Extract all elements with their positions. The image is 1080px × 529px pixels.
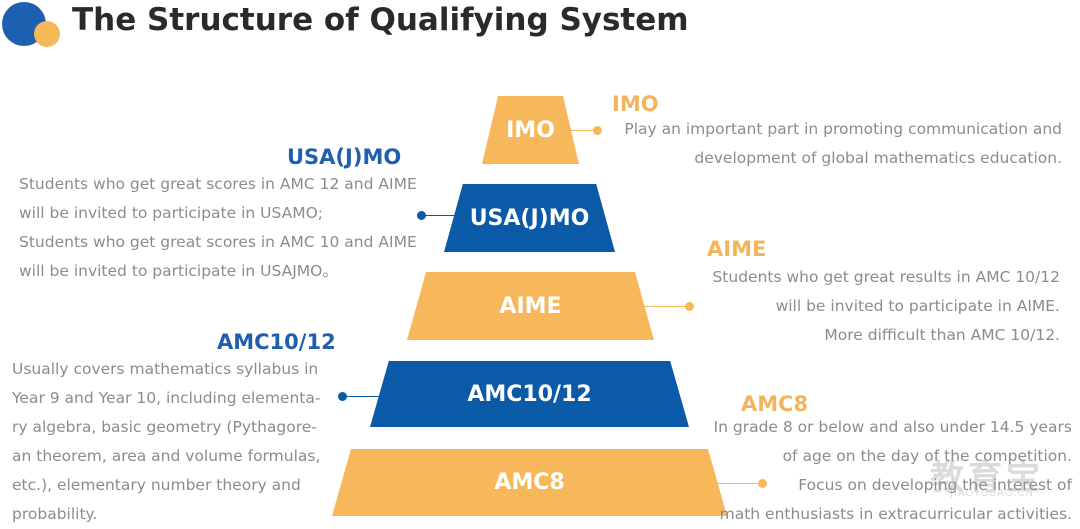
- connector-line-aime: [640, 306, 690, 307]
- amc8-heading: AMC8: [741, 392, 809, 416]
- usajmo-line: Students who get great scores in AMC 10 …: [19, 233, 417, 251]
- amc1012-description: Usually covers mathematics syllabus in Y…: [12, 355, 320, 529]
- aime-line: will be invited to participate in AIME.: [775, 297, 1060, 315]
- amc1012-line: an theorem, area and volume formulas,: [12, 447, 321, 465]
- aime-line: More difficult than AMC 10/12.: [824, 326, 1060, 344]
- connector-dot-imo: [593, 126, 602, 135]
- watermark-logo: 教育宝 JIAOYUBAO.CN: [930, 450, 1080, 510]
- imo-description: Play an important part in promoting comm…: [624, 115, 1062, 173]
- amc8-line: math enthusiasts in extracurricular acti…: [719, 505, 1072, 523]
- connector-dot-aime: [685, 302, 694, 311]
- usajmo-line: will be invited to participate in USAMO;: [19, 204, 324, 222]
- watermark-sub: JIAOYUBAO.CN: [950, 488, 1034, 499]
- usajmo-heading: USA(J)MO: [287, 145, 402, 169]
- tier-label: USA(J)MO: [469, 205, 590, 231]
- pyramid-tier-amc1012: AMC10/12: [370, 361, 689, 427]
- amc1012-line: Usually covers mathematics syllabus in: [12, 360, 319, 378]
- usajmo-line: will be invited to participate in USAJMO…: [19, 262, 338, 280]
- connector-line-usajmo: [421, 215, 461, 216]
- logo-circles-icon: [0, 0, 70, 50]
- aime-description: Students who get great results in AMC 10…: [712, 263, 1060, 350]
- watermark-main: 教育宝: [930, 458, 1044, 498]
- imo-line: Play an important part in promoting comm…: [624, 120, 1062, 138]
- orange-circle-icon: [34, 21, 60, 47]
- tier-label: AMC10/12: [467, 381, 592, 407]
- usajmo-description: Students who get great scores in AMC 12 …: [19, 170, 417, 286]
- amc1012-line: Year 9 and Year 10, including elementa-: [12, 389, 321, 407]
- amc8-description: In grade 8 or below and also under 14.5 …: [714, 413, 1072, 529]
- amc8-line: In grade 8 or below and also under 14.5 …: [713, 418, 1072, 436]
- aime-line: Students who get great results in AMC 10…: [712, 268, 1060, 286]
- amc1012-line: probability.: [12, 505, 98, 523]
- imo-line: development of global mathematics educat…: [694, 149, 1062, 167]
- amc8-line: of age on the day of the competition.: [782, 447, 1072, 465]
- tier-label: AMC8: [494, 470, 565, 495]
- tier-label: AIME: [499, 293, 562, 319]
- connector-dot-amc1012: [338, 392, 347, 401]
- page-title: The Structure of Qualifying System: [72, 2, 689, 38]
- connector-line-amc8: [712, 483, 762, 484]
- connector-dot-usajmo: [417, 211, 426, 220]
- amc8-line: Focus on developing the interest of: [798, 476, 1072, 494]
- connector-line-imo: [562, 130, 598, 131]
- pyramid-tier-usajmo: USA(J)MO: [444, 184, 615, 252]
- pyramid-tier-amc8: AMC8: [332, 449, 727, 516]
- usajmo-line: Students who get great scores in AMC 12 …: [19, 175, 417, 193]
- imo-heading: IMO: [612, 92, 659, 116]
- amc1012-line: etc.), elementary number theory and: [12, 476, 301, 494]
- amc1012-line: ry algebra, basic geometry (Pythagore-: [12, 418, 317, 436]
- pyramid-tier-aime: AIME: [407, 272, 654, 340]
- amc1012-heading: AMC10/12: [217, 330, 336, 354]
- connector-line-amc1012: [342, 396, 384, 397]
- aime-heading: AIME: [707, 237, 767, 261]
- tier-label: IMO: [506, 117, 555, 143]
- connector-dot-amc8: [758, 479, 767, 488]
